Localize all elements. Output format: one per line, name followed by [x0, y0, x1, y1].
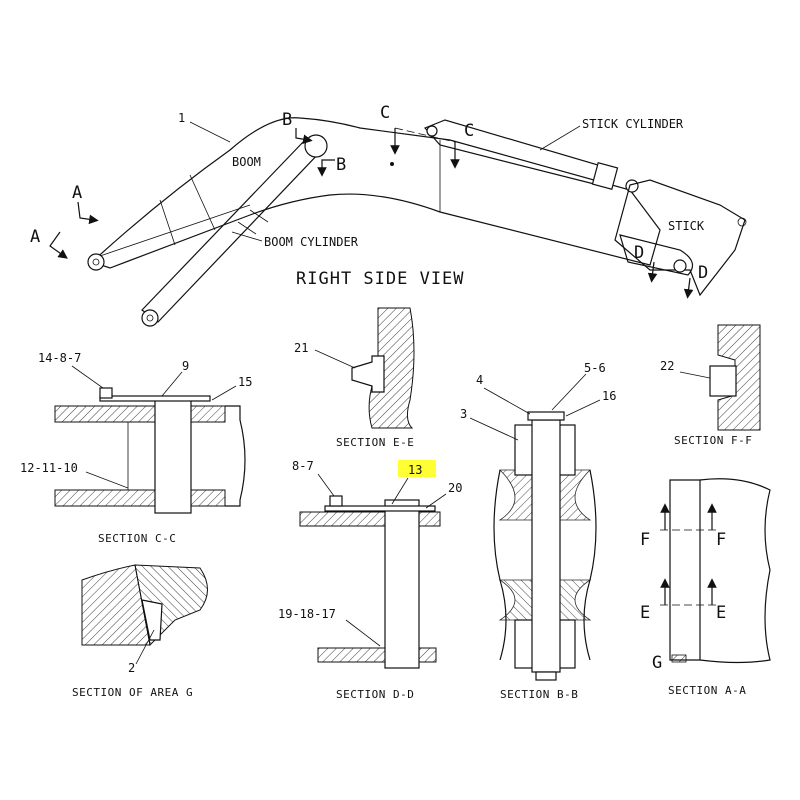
section-e-e: 21 SECTION E-E — [294, 307, 415, 449]
section-e-e-title: SECTION E-E — [336, 436, 414, 449]
part-20-label: 20 — [448, 481, 462, 495]
boom-assembly — [87, 117, 747, 327]
part-15-label: 15 — [238, 375, 252, 389]
stick-label: STICK — [668, 219, 705, 233]
part-5-6-label: 5-6 — [584, 361, 606, 375]
marker-a-top: A — [72, 183, 82, 203]
boom-label: BOOM — [232, 155, 261, 169]
marker-e-left: E — [640, 603, 650, 623]
part-1-label: 1 — [178, 111, 185, 125]
marker-a-left: A — [30, 227, 40, 247]
section-area-g-title: SECTION OF AREA G — [72, 686, 193, 699]
section-marker-d: D D — [634, 243, 708, 299]
section-f-f-title: SECTION F-F — [674, 434, 752, 447]
part-9-label: 9 — [182, 359, 189, 373]
marker-d-right: D — [698, 263, 708, 283]
section-area-g: 2 SECTION OF AREA G — [72, 564, 208, 699]
marker-c-right: C — [464, 121, 474, 141]
part-4-label: 4 — [476, 373, 483, 387]
part-14-8-7-label: 14-8-7 — [38, 351, 81, 365]
part-12-11-10-label: 12-11-10 — [20, 461, 78, 475]
view-title: RIGHT SIDE VIEW — [296, 269, 465, 289]
section-d-d-title: SECTION D-D — [336, 688, 414, 701]
part-2-label: 2 — [128, 661, 135, 675]
stick-cylinder-label: STICK CYLINDER — [582, 117, 684, 131]
marker-f-left: F — [640, 530, 650, 550]
part-8-7-label: 8-7 — [292, 459, 314, 473]
section-b-b-title: SECTION B-B — [500, 688, 578, 701]
section-b-b: 4 5-6 16 3 SECTION B-B — [460, 361, 616, 701]
marker-d-left: D — [634, 243, 644, 263]
section-f-f: 22 SECTION F-F — [660, 324, 761, 447]
marker-f-right: F — [716, 530, 726, 550]
section-a-a-title: SECTION A-A — [668, 684, 746, 697]
part-19-18-17-label: 19-18-17 — [278, 607, 336, 621]
part-3-label: 3 — [460, 407, 467, 421]
section-a-a: F F E E G SECTION A-A — [640, 478, 771, 697]
part-21-label: 21 — [294, 341, 308, 355]
section-marker-a: A A — [30, 183, 99, 259]
section-d-d: 13 8-7 20 19-18-17 SECTION D-D — [278, 459, 462, 701]
marker-b-top: B — [282, 110, 292, 130]
boom-cylinder-label: BOOM CYLINDER — [264, 235, 359, 249]
highlight-13 — [398, 460, 436, 477]
section-c-c-title: SECTION C-C — [98, 532, 176, 545]
marker-c-left: C — [380, 103, 390, 123]
section-marker-b: B B — [282, 110, 346, 177]
marker-g: G — [652, 653, 662, 673]
marker-e-right: E — [716, 603, 726, 623]
part-22-label: 22 — [660, 359, 674, 373]
section-c-c: 14-8-7 9 15 12-11-10 SECTION C-C — [20, 351, 252, 545]
part-16-label: 16 — [602, 389, 616, 403]
part-13-label: 13 — [408, 463, 422, 477]
section-marker-c: C C — [380, 103, 474, 169]
marker-b-bottom: B — [336, 155, 346, 175]
